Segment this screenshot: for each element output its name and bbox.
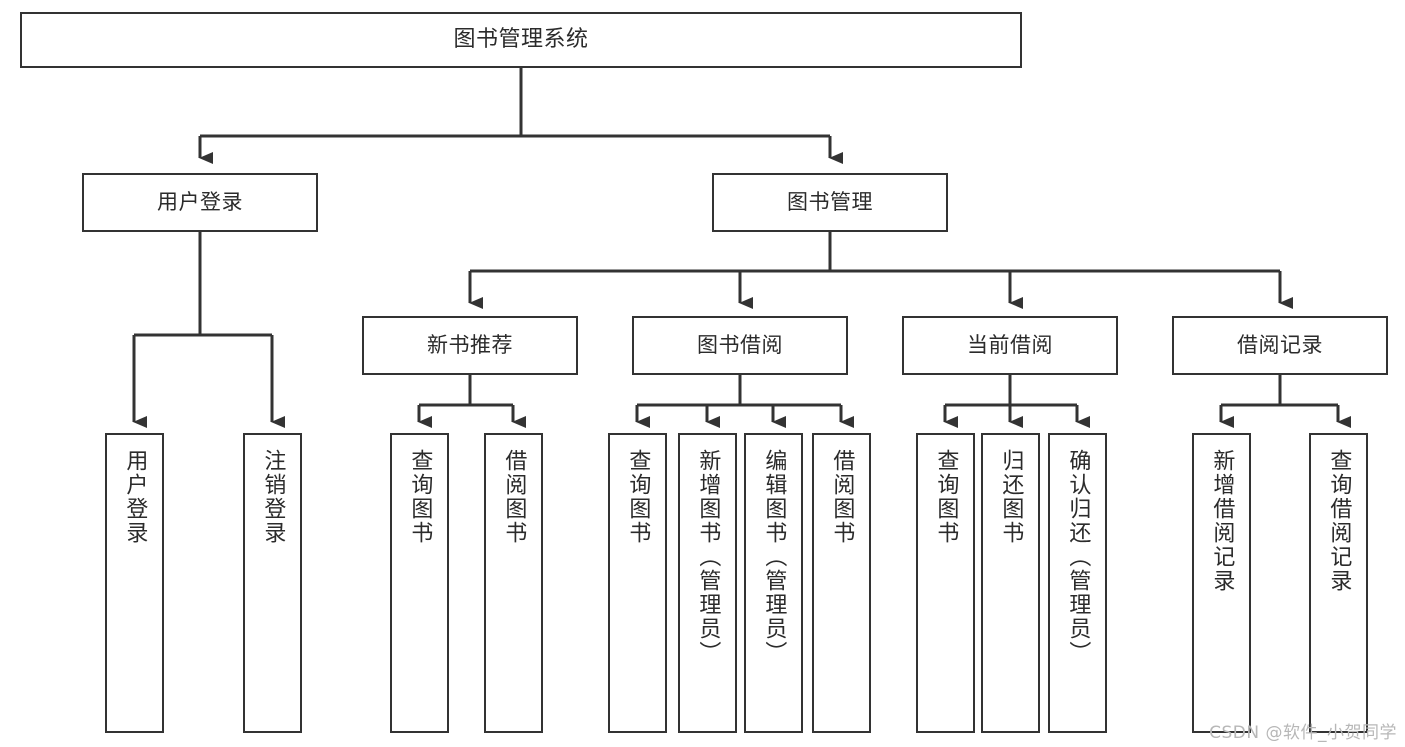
node-label: 查询图书 bbox=[407, 449, 433, 545]
node-new-book-recommend[interactable]: 新书推荐 bbox=[362, 316, 578, 375]
node-label: 归还图书 bbox=[998, 449, 1024, 545]
leaf-bookborrow-add-book-admin[interactable]: 新增图书（管理员） bbox=[678, 433, 737, 733]
leaf-bookborrow-borrow-book[interactable]: 借阅图书 bbox=[812, 433, 871, 733]
node-book-manage[interactable]: 图书管理 bbox=[712, 173, 948, 232]
csdn-watermark: CSDN @软件_小贺同学 bbox=[1209, 723, 1397, 743]
node-label: 确认归还（管理员） bbox=[1065, 449, 1091, 665]
node-label: 图书借阅 bbox=[697, 332, 783, 357]
node-label: 查询图书 bbox=[933, 449, 959, 545]
leaf-newbook-query-book[interactable]: 查询图书 bbox=[390, 433, 449, 733]
node-label: 借阅图书 bbox=[501, 449, 527, 545]
node-label: 查询图书 bbox=[625, 449, 651, 545]
leaf-borrowrecord-query-record[interactable]: 查询借阅记录 bbox=[1309, 433, 1368, 733]
node-label: 借阅记录 bbox=[1237, 332, 1323, 357]
node-label: 查询借阅记录 bbox=[1326, 449, 1352, 593]
leaf-borrowrecord-add-record[interactable]: 新增借阅记录 bbox=[1192, 433, 1251, 733]
node-borrow-record[interactable]: 借阅记录 bbox=[1172, 316, 1388, 375]
node-label: 新增图书（管理员） bbox=[695, 449, 721, 665]
node-label: 图书管理 bbox=[787, 189, 873, 214]
leaf-user-logout[interactable]: 注销登录 bbox=[243, 433, 302, 733]
node-label: 注销登录 bbox=[260, 449, 286, 545]
node-label: 当前借阅 bbox=[967, 332, 1053, 357]
node-label: 图书管理系统 bbox=[453, 26, 589, 52]
node-user-login[interactable]: 用户登录 bbox=[82, 173, 318, 232]
node-label: 编辑图书（管理员） bbox=[761, 449, 787, 665]
leaf-bookborrow-edit-book-admin[interactable]: 编辑图书（管理员） bbox=[744, 433, 803, 733]
node-label: 借阅图书 bbox=[829, 449, 855, 545]
leaf-newbook-borrow-book[interactable]: 借阅图书 bbox=[484, 433, 543, 733]
node-label: 新书推荐 bbox=[427, 332, 513, 357]
node-root-system[interactable]: 图书管理系统 bbox=[20, 12, 1022, 68]
node-current-borrow[interactable]: 当前借阅 bbox=[902, 316, 1118, 375]
node-label: 用户登录 bbox=[122, 449, 148, 545]
node-book-borrow[interactable]: 图书借阅 bbox=[632, 316, 848, 375]
leaf-bookborrow-query-book[interactable]: 查询图书 bbox=[608, 433, 667, 733]
leaf-currentborrow-confirm-return-admin[interactable]: 确认归还（管理员） bbox=[1048, 433, 1107, 733]
leaf-user-login[interactable]: 用户登录 bbox=[105, 433, 164, 733]
node-label: 用户登录 bbox=[157, 189, 243, 214]
node-label: 新增借阅记录 bbox=[1209, 449, 1235, 593]
leaf-currentborrow-return-book[interactable]: 归还图书 bbox=[981, 433, 1040, 733]
leaf-currentborrow-query-book[interactable]: 查询图书 bbox=[916, 433, 975, 733]
